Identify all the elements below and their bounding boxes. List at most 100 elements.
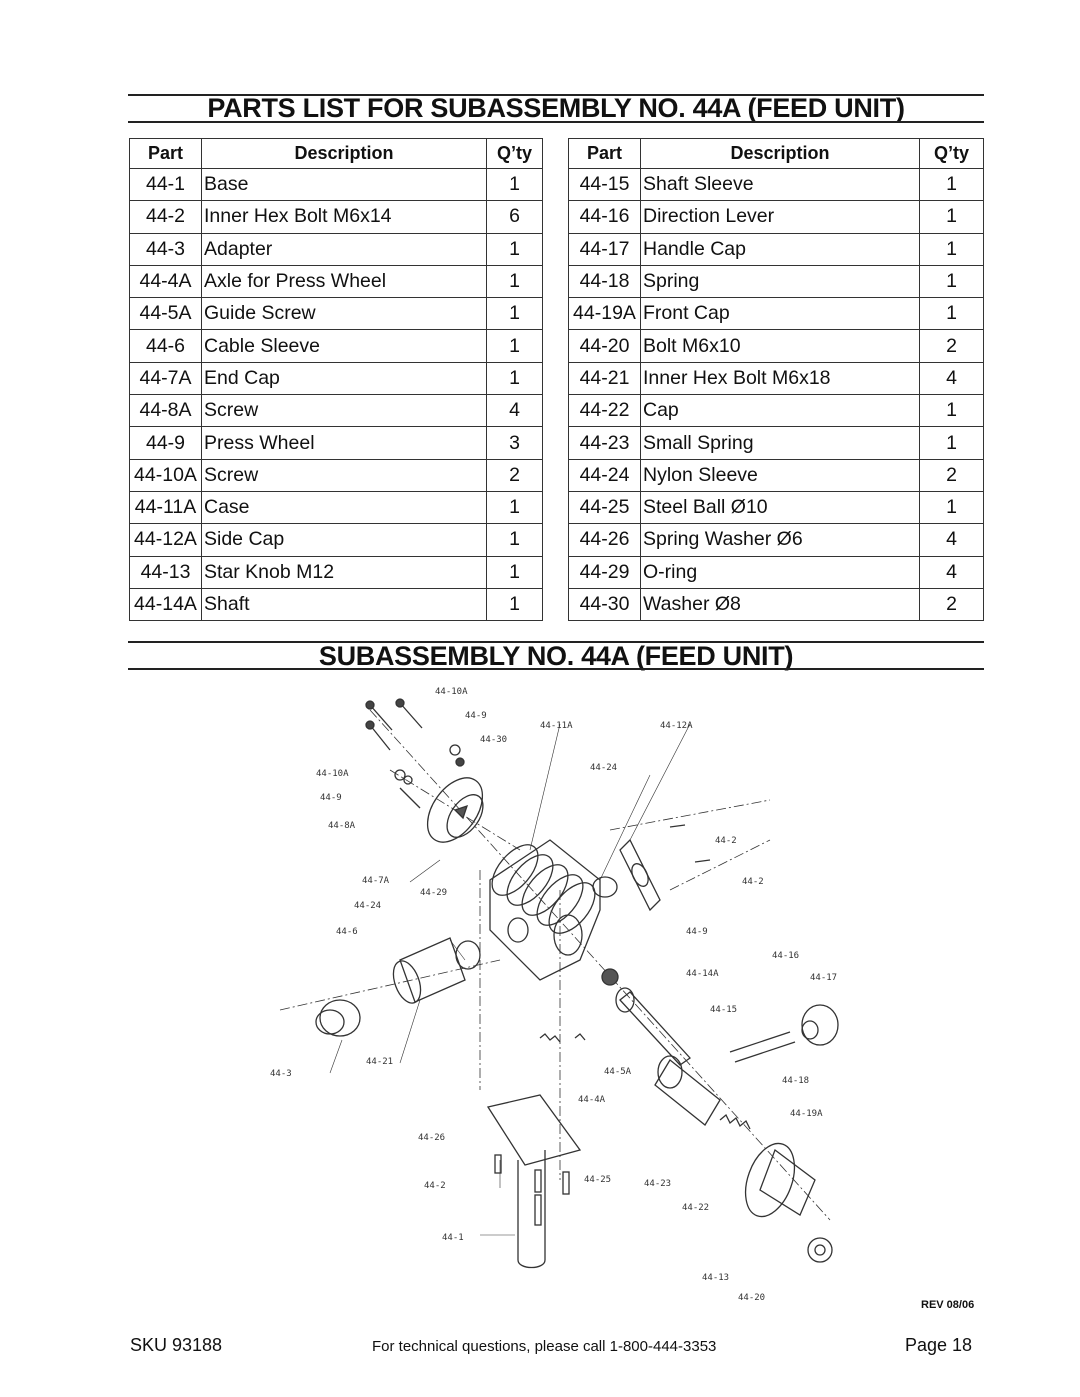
top-rule [128, 94, 984, 96]
callout-label: 44-6 [336, 927, 358, 937]
title-underline [128, 121, 984, 123]
callout-label: 44-15 [710, 1005, 737, 1015]
description-cell: End Cap [201, 361, 487, 396]
part-number-cell: 44-1 [129, 167, 202, 202]
callout-label: 44-19A [790, 1109, 823, 1119]
part-number-cell: 44-6 [129, 329, 202, 363]
qty-cell: 1 [486, 555, 543, 589]
qty-cell: 1 [919, 426, 984, 460]
part-number-cell: 44-3 [129, 232, 202, 266]
callout-label: 44-11A [540, 721, 573, 731]
qty-cell: 6 [486, 200, 543, 234]
part-number-cell: 44-30 [568, 587, 641, 622]
qty-cell: 2 [919, 458, 984, 492]
callout-label: 44-2 [424, 1181, 446, 1191]
part-number-cell: 44-22 [568, 394, 641, 428]
callout-label: 44-8A [328, 821, 356, 831]
qty-cell: 1 [486, 264, 543, 299]
table-header-row: Part Description Q’ty [568, 138, 984, 169]
callout-label: 44-30 [480, 735, 507, 745]
callout-label: 44-1 [442, 1233, 464, 1243]
qty-cell: 1 [486, 490, 543, 525]
description-cell: Inner Hex Bolt M6x14 [201, 200, 487, 234]
description-cell: Press Wheel [201, 426, 487, 460]
callout-label: 44-10A [435, 687, 468, 697]
callout-label: 44-12A [660, 721, 693, 731]
description-cell: O-ring [640, 555, 920, 589]
part-number-cell: 44-20 [568, 329, 641, 363]
description-cell: Steel Ball Ø10 [640, 490, 920, 525]
part-number-cell: 44-4A [129, 264, 202, 299]
qty-cell: 4 [919, 361, 984, 396]
description-cell: Inner Hex Bolt M6x18 [640, 361, 920, 396]
qty-cell: 1 [919, 490, 984, 525]
part-number-cell: 44-13 [129, 555, 202, 589]
part-number-cell: 44-14A [129, 587, 202, 622]
description-cell: Screw [201, 394, 487, 428]
part-number-cell: 44-21 [568, 361, 641, 396]
description-column-header: Description [640, 138, 920, 169]
qty-cell: 2 [919, 587, 984, 622]
description-cell: Axle for Press Wheel [201, 264, 487, 299]
callout-label: 44-2 [715, 836, 737, 846]
qty-cell: 2 [919, 329, 984, 363]
callout-label: 44-20 [738, 1293, 765, 1303]
description-cell: Case [201, 490, 487, 525]
callout-label: 44-24 [590, 763, 617, 773]
subassembly-underline [128, 668, 984, 670]
subassembly-title: SUBASSEMBLY NO. 44A (FEED UNIT) [318, 641, 794, 671]
part-number-cell: 44-19A [568, 297, 641, 331]
qty-cell: 1 [486, 587, 543, 622]
qty-cell: 1 [486, 361, 543, 396]
part-number-cell: 44-25 [568, 490, 641, 525]
part-number-cell: 44-8A [129, 394, 202, 428]
description-cell: Front Cap [640, 297, 920, 331]
qty-cell: 4 [486, 394, 543, 428]
qty-cell: 1 [486, 232, 543, 266]
callout-label: 44-2 [742, 877, 764, 887]
description-column-header: Description [201, 138, 487, 169]
qty-cell: 3 [486, 426, 543, 460]
part-number-cell: 44-17 [568, 232, 641, 266]
description-cell: Cap [640, 394, 920, 428]
description-cell: Screw [201, 458, 487, 492]
part-number-cell: 44-15 [568, 167, 641, 202]
part-number-cell: 44-2 [129, 200, 202, 234]
technical-support-text: For technical questions, please call 1-8… [372, 1338, 717, 1355]
qty-cell: 1 [486, 297, 543, 331]
callout-label: 44-13 [702, 1273, 729, 1283]
part-number-cell: 44-24 [568, 458, 641, 492]
parts-list-title: PARTS LIST FOR SUBASSEMBLY NO. 44A (FEED… [207, 93, 905, 123]
qty-cell: 1 [919, 264, 984, 299]
description-cell: Adapter [201, 232, 487, 266]
description-cell: Star Knob M12 [201, 555, 487, 589]
qty-cell: 1 [919, 167, 984, 202]
callout-label: 44-18 [782, 1076, 809, 1086]
qty-column-header: Q’ty [919, 138, 984, 169]
description-cell: Cable Sleeve [201, 329, 487, 363]
qty-cell: 4 [919, 523, 984, 557]
part-number-cell: 44-18 [568, 264, 641, 299]
part-number-cell: 44-5A [129, 297, 202, 331]
